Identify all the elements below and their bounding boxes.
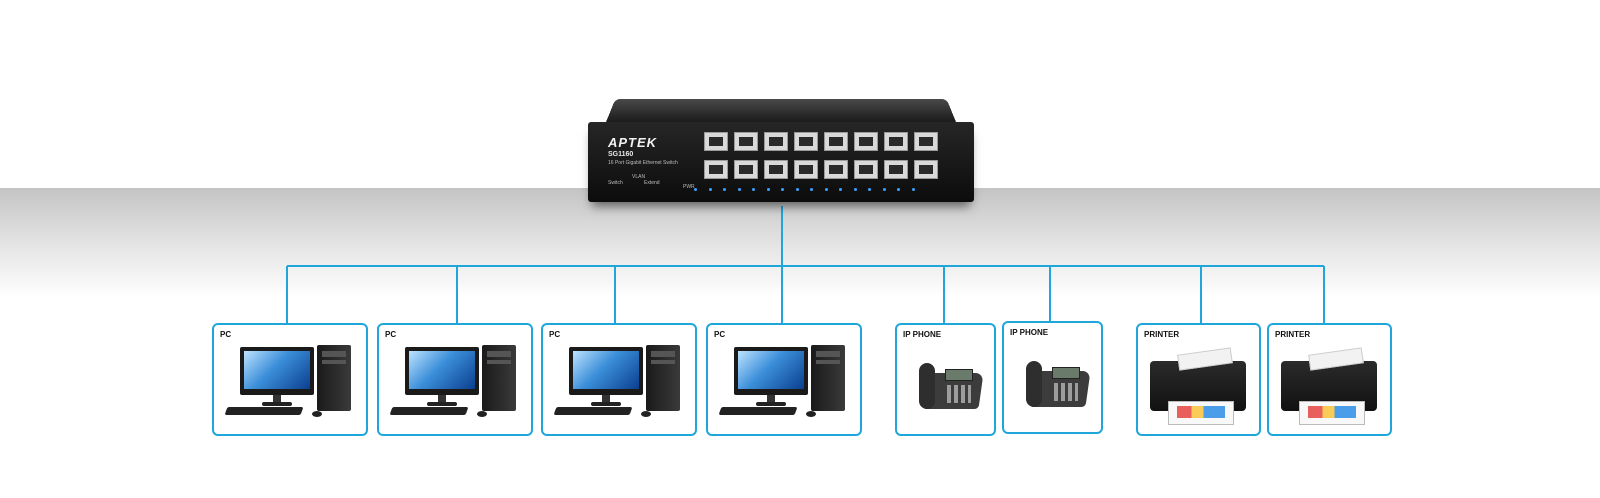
port-led: [752, 188, 755, 191]
port-led: [795, 188, 799, 191]
ethernet-port: [734, 160, 758, 179]
port-led: [911, 188, 915, 191]
port-led: [853, 188, 857, 191]
device-card-pc: PC: [706, 323, 862, 436]
device-label: PC: [549, 330, 561, 339]
switch-mode-label: Switch: [608, 180, 623, 186]
vlan-label: VLAN: [632, 174, 646, 180]
port-led: [882, 188, 886, 191]
device-label: PC: [385, 330, 397, 339]
ethernet-port: [704, 132, 728, 151]
ethernet-port: [764, 160, 788, 179]
port-led: [839, 188, 842, 191]
device-card-pc: PC: [541, 323, 697, 436]
ethernet-port: [914, 160, 938, 179]
device-label: PRINTER: [1144, 330, 1180, 339]
ethernet-port: [884, 132, 908, 151]
device-card-printer: PRINTER: [1267, 323, 1392, 436]
port-led: [694, 188, 697, 191]
device-card-pc: PC: [212, 323, 368, 436]
device-card-pc: PC: [377, 323, 533, 436]
device-label: IP PHONE: [903, 330, 942, 339]
port-led: [708, 188, 712, 191]
port-led-row: [694, 188, 934, 196]
port-led: [766, 188, 770, 191]
ethernet-port: [764, 132, 788, 151]
ethernet-port: [824, 160, 848, 179]
ethernet-port: [734, 132, 758, 151]
device-card-printer: PRINTER: [1136, 323, 1261, 436]
port-led: [737, 188, 741, 191]
device-card-ip-phone: IP PHONE: [895, 323, 996, 436]
device-card-ip-phone: IP PHONE: [1002, 321, 1103, 434]
switch-front-panel: APTEK SG1160 16 Port Gigabit Ethernet Sw…: [588, 122, 974, 202]
device-label: PRINTER: [1275, 330, 1311, 339]
floor-background: [0, 188, 1600, 298]
port-led: [810, 188, 813, 191]
switch-brand-logo: APTEK: [608, 135, 658, 150]
device-label: IP PHONE: [1010, 328, 1049, 337]
ethernet-port: [884, 160, 908, 179]
device-label: PC: [220, 330, 232, 339]
ethernet-port: [824, 132, 848, 151]
port-led: [868, 188, 871, 191]
network-switch: APTEK SG1160 16 Port Gigabit Ethernet Sw…: [588, 92, 974, 210]
port-led: [824, 188, 828, 191]
ethernet-port: [794, 160, 818, 179]
switch-top: [606, 98, 956, 122]
vlan-switch-control: VLAN Switch Extend: [608, 174, 668, 186]
ethernet-port: [794, 132, 818, 151]
switch-model: SG1160: [608, 151, 634, 158]
port-led: [897, 188, 900, 191]
ethernet-port: [854, 160, 878, 179]
ethernet-port: [854, 132, 878, 151]
device-label: PC: [714, 330, 726, 339]
port-led: [723, 188, 726, 191]
ethernet-port: [914, 132, 938, 151]
extend-mode-label: Extend: [644, 180, 660, 186]
switch-description: 16 Port Gigabit Ethernet Switch: [608, 160, 678, 166]
ethernet-port-grid: [704, 132, 940, 180]
ethernet-port: [704, 160, 728, 179]
power-led-label: PWR: [683, 184, 695, 190]
port-led: [781, 188, 784, 191]
